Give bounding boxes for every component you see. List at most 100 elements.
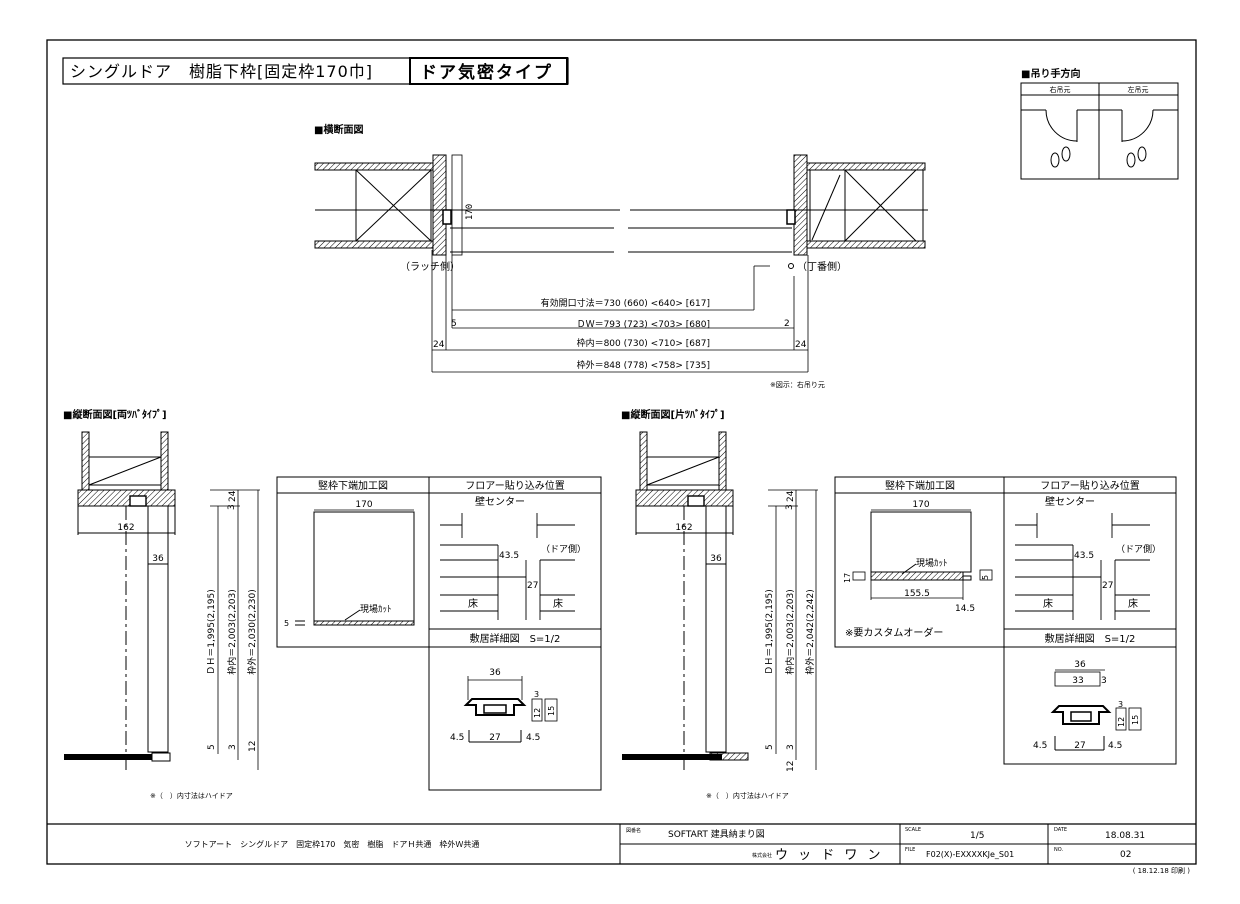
left-dim-dh: ＤＨ＝1,995(2,195)	[207, 589, 217, 675]
left-section-heading: ■縦断面図[両ﾂﾊﾞﾀｲﾌﾟ]	[63, 408, 167, 421]
left-dim-3-bottom: 3	[228, 744, 238, 750]
right-sill-4-5b: 4.5	[1108, 741, 1122, 751]
vertical-section-right: ■縦断面図[片ﾂﾊﾞﾀｲﾌﾟ] 162 36 3 24 ＤＨ＝1,995(2,1…	[621, 408, 818, 800]
latch-side-label: （ラッチ側）	[400, 260, 460, 273]
right-cut-155-5: 155.5	[904, 589, 930, 599]
titleblock-company-label: 株式会社	[752, 852, 772, 859]
left-sill-heading: 敷居詳細図 S=1/2	[470, 632, 561, 645]
title-block: ソフトアート シングルドア 固定枠170 気密 樹脂 ドアＨ共通 枠外Ｗ共通 図…	[47, 823, 1196, 875]
dim-24-right: 24	[795, 340, 807, 350]
titleblock-no: 02	[1120, 850, 1131, 860]
right-dim-3-top: 3	[785, 504, 795, 510]
right-dim-36: 36	[710, 554, 722, 564]
right-cut-5: 5	[981, 575, 990, 580]
right-wall-center: 壁センター	[1045, 495, 1095, 508]
swing-heading: ■吊り手方向	[1021, 67, 1080, 80]
left-sill-36: 36	[489, 668, 501, 678]
titleblock-no-label: NO.	[1054, 847, 1063, 853]
left-sill-12: 12	[533, 708, 542, 718]
right-sill-12: 12	[1117, 717, 1126, 727]
left-section-note: ※（ ）内寸法はハイドア	[150, 791, 233, 800]
right-dim-5: 5	[765, 744, 775, 750]
left-floor-a: 床	[468, 597, 478, 610]
left-dim-frame-inner: 枠内＝2,003(2,203)	[226, 589, 238, 675]
left-dim-frame-outer: 枠外＝2,030(2,230)	[246, 589, 258, 675]
right-sill-4-5a: 4.5	[1033, 741, 1047, 751]
right-dim-3-bottom: 3	[786, 744, 796, 750]
drawing-title: シングルドア 樹脂下枠[固定枠170巾] ドア気密タイプ	[62, 57, 569, 85]
right-h-frame-cut: 竪枠下端加工図	[885, 479, 955, 492]
right-dim-12: 12	[786, 761, 796, 772]
right-sill-3-top: 3	[1101, 676, 1107, 686]
detail-table-left: 竪枠下端加工図 フロアー貼り込み位置 170 現場ｶｯﾄ 5 壁センター	[276, 476, 602, 791]
right-sill-3: 3	[1118, 700, 1123, 709]
swing-left-label: 左吊元	[1128, 85, 1149, 94]
left-dim-24: 24	[228, 490, 238, 502]
left-dim-36: 36	[152, 554, 164, 564]
titleblock-date: 18.08.31	[1105, 831, 1145, 841]
left-h-floor-pos: フロアー貼り込み位置	[465, 479, 564, 492]
left-sill-15: 15	[547, 706, 556, 716]
right-custom-note: ※要カスタムオーダー	[845, 626, 943, 639]
footprint-icon	[1050, 146, 1071, 168]
left-cut-5: 5	[284, 619, 289, 628]
titleblock-drawing-label: 図番名	[626, 827, 641, 834]
plan-note: ※図示：右吊り元	[770, 380, 825, 389]
right-cut-17: 17	[843, 573, 852, 583]
right-sill-15: 15	[1131, 715, 1140, 725]
right-cut-14-5: 14.5	[955, 604, 975, 614]
right-cut-label: 現場ｶｯﾄ	[916, 557, 948, 569]
left-sill-27: 27	[489, 733, 500, 743]
dim-dw: ＤＷ＝793 (723) <703> [680]	[577, 320, 710, 330]
right-cut-170: 170	[912, 500, 929, 510]
right-sill-heading: 敷居詳細図 S=1/2	[1045, 632, 1136, 645]
right-dim-frame-inner: 枠内＝2,003(2,203)	[784, 589, 796, 675]
left-floor-b: 床	[553, 597, 563, 610]
left-cut-170: 170	[355, 500, 372, 510]
plan-dim-170: 170	[465, 204, 475, 220]
left-sill-4-5a: 4.5	[450, 733, 464, 743]
dim-frame-outer: 枠外＝848 (778) <758> [735]	[577, 359, 710, 371]
right-floor-b: 床	[1128, 597, 1138, 610]
titleblock-file: F02(X)-EXXXXKJe_S01	[926, 850, 1014, 859]
titleblock-company: ウ ッ ド ワ ン	[775, 848, 884, 863]
right-sill-33: 33	[1072, 676, 1083, 686]
right-dim-162: 162	[675, 523, 692, 533]
dim-2: 2	[784, 319, 790, 329]
titleblock-desc: ソフトアート シングルドア 固定枠170 気密 樹脂 ドアＨ共通 枠外Ｗ共通	[185, 839, 480, 849]
dim-5: 5	[451, 319, 457, 329]
right-dim-frame-outer: 枠外＝2,042(2,242)	[804, 589, 816, 675]
right-floor-a: 床	[1043, 597, 1053, 610]
left-dim-43-5: 43.5	[499, 551, 519, 561]
titleblock-drawing-name: SOFTART 建具納まり図	[668, 828, 765, 840]
sheet-border	[46, 39, 1197, 865]
left-dim-3-top: 3	[227, 504, 237, 510]
plan-section: ■横断面図 170 （ラッチ側） （丁番側）	[314, 123, 928, 389]
vertical-section-left: ■縦断面図[両ﾂﾊﾞﾀｲﾌﾟ] 162 36 3 24 ＤＨ＝1,995(2,1…	[63, 408, 260, 800]
left-h-frame-cut: 竪枠下端加工図	[318, 479, 388, 492]
right-dim-43-5: 43.5	[1074, 551, 1094, 561]
footprint-icon	[1126, 146, 1147, 168]
title-boxed: ドア気密タイプ	[420, 62, 553, 83]
right-dim-dh: ＤＨ＝1,995(2,195)	[765, 589, 775, 675]
right-section-heading: ■縦断面図[片ﾂﾊﾞﾀｲﾌﾟ]	[621, 408, 725, 421]
dim-effective-opening: 有効開口寸法＝730 (660) <640> [617]	[541, 297, 710, 309]
dim-24-left: 24	[433, 340, 445, 350]
right-sill-36: 36	[1074, 660, 1086, 670]
right-sill-27: 27	[1074, 741, 1085, 751]
titleblock-scale-label: SCALE	[905, 827, 921, 833]
left-sill-3: 3	[534, 690, 539, 699]
plan-heading: ■横断面図	[314, 123, 363, 136]
detail-table-right: 竪枠下端加工図 フロアー貼り込み位置 170 現場ｶｯﾄ 17 5 155.5 …	[834, 476, 1177, 765]
left-dim-5: 5	[207, 744, 217, 750]
dim-frame-inner: 枠内＝800 (730) <710> [687]	[577, 337, 710, 349]
left-sill-4-5b: 4.5	[526, 733, 540, 743]
left-dim-162: 162	[117, 523, 134, 533]
right-section-note: ※（ ）内寸法はハイドア	[706, 791, 789, 800]
title-main: シングルドア 樹脂下枠[固定枠170巾]	[70, 62, 373, 81]
right-dim-27: 27	[1102, 581, 1113, 591]
left-door-side: （ドア側）	[541, 543, 586, 555]
left-wall-center: 壁センター	[475, 495, 525, 508]
swing-right-label: 右吊元	[1050, 85, 1071, 94]
